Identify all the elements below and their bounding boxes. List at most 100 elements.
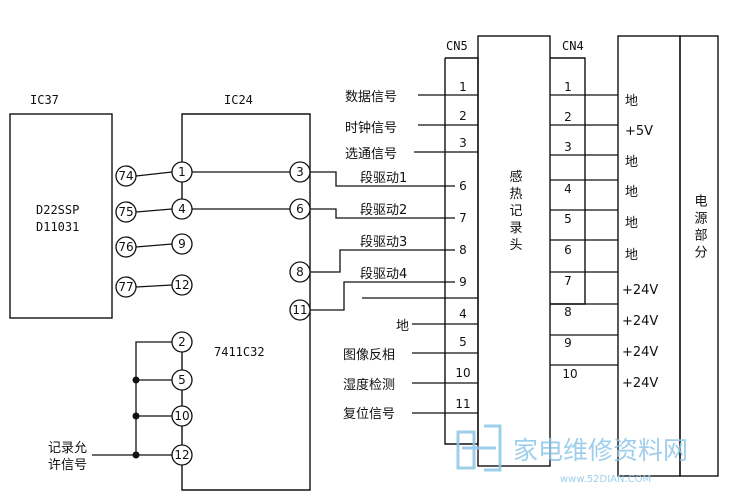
ic37: IC37 D22SSP D11031 74 75 76 77 [9,93,137,319]
cn5-pin-1: 1 [459,80,467,94]
ic24-pin-5: 5 [171,369,193,391]
thermal-head-label: 感热记录头 [507,169,523,255]
cn5-pin-2: 2 [459,109,467,123]
cn4-pin-7: 7 [564,274,572,288]
svg-text:1: 1 [178,165,186,179]
signal-seg3: 段驱动3 [360,235,407,250]
signal-clock: 时钟信号 [345,120,397,136]
cn4-pin-2: 2 [564,110,572,124]
segment-drive-wires [310,171,455,311]
watermark-text: 家电维修资料网 [513,436,688,465]
cn5-name: CN5 [446,39,468,53]
svg-text:6: 6 [296,202,304,216]
ic37-pin-75: 75 [115,201,137,223]
cn4-label-2: +5V [625,124,653,139]
power-label: 电源部分 [692,194,708,262]
cn4-pin-1: 1 [564,80,572,94]
svg-text:9: 9 [178,237,186,251]
ic24-pin-11: 11 [289,299,311,321]
cn4-pin-9: 9 [564,336,572,350]
svg-text:5: 5 [178,373,186,387]
cn4-name: CN4 [562,39,584,53]
cn5-pin-9: 9 [459,275,467,289]
svg-text:74: 74 [118,169,133,183]
cn5-pin-3: 3 [459,136,467,150]
svg-text:75: 75 [118,205,133,219]
cn5-pin-8: 8 [459,243,467,257]
cn4-label-5: 地 [625,216,638,231]
ic37-pin-77: 77 [115,276,137,298]
cn5-pin-11: 11 [455,397,470,411]
ic24-pin-10: 10 [171,405,193,427]
cn4-connector: CN4 [550,39,586,305]
signal-strobe: 选通信号 [345,147,397,162]
ic24-pin-1: 1 [171,161,193,183]
svg-text:77: 77 [118,280,133,294]
ic37-part2: D11031 [36,220,79,234]
cn4-label-7: +24V [622,283,658,298]
watermark: 家电维修资料网 www.52DIAN.COM [456,424,688,485]
cn5-pin-10: 10 [455,366,470,380]
ic24-pin-3: 3 [289,161,311,183]
cn5-pin-7: 7 [459,211,467,225]
ic37-pin-74: 74 [115,165,137,187]
cn4-lines: 1 地 2 +5V 3 地 4 地 5 地 6 地 7 +24V 8 +24V … [550,80,658,391]
cn4-pin-4: 4 [564,182,572,196]
ic24-pin-9: 9 [171,233,193,255]
signal-seg2: 段驱动2 [360,203,407,218]
thermal-head: 感热记录头 [477,35,551,467]
ic37-ic24-wires [135,171,290,288]
svg-text:2: 2 [178,335,186,349]
svg-text:76: 76 [118,240,133,254]
cn5-pin-6: 6 [459,179,467,193]
signal-seg1: 段驱动1 [360,171,407,186]
cn4-pin-3: 3 [564,140,572,154]
cn5-pin-5: 5 [459,335,467,349]
signal-invert: 图像反相 [343,348,395,363]
cn4-pin-8: 8 [564,305,572,319]
cn4-label-4: 地 [625,185,638,200]
ic24-pin-12a: 12 [171,274,193,296]
svg-text:11: 11 [292,303,307,317]
ic24: IC24 7411C32 1 4 9 12 2 5 10 [171,93,311,491]
power-supply: 电源部分 [617,35,719,477]
ic37-part1: D22SSP [36,203,79,217]
cn4-label-9: +24V [622,345,658,360]
ic24-pin-6: 6 [289,198,311,220]
cn4-label-8: +24V [622,314,658,329]
cn4-label-3: 地 [625,155,638,170]
record-enable-bus [92,341,172,459]
signal-ground: 地 [396,319,409,334]
cn5-signals: 数据信号 1 时钟信号 2 选通信号 3 段驱动1 6 段驱动2 7 段驱动3 … [343,80,478,422]
svg-text:12: 12 [174,448,189,462]
record-enable-label-1: 记录允 [48,440,87,456]
ic24-body [181,113,311,491]
cn4-pin-10: 10 [562,367,577,381]
watermark-url: www.52DIAN.COM [560,474,651,485]
ic24-part: 7411C32 [214,345,265,359]
cn4-pin-5: 5 [564,212,572,226]
svg-text:12: 12 [174,278,189,292]
record-enable-label-2: 许信号 [48,458,87,473]
signal-humidity: 湿度检测 [343,377,395,393]
cn5-pin-4: 4 [459,307,467,321]
ic24-pin-4: 4 [171,198,193,220]
svg-text:10: 10 [174,409,189,423]
ic24-name: IC24 [224,93,253,107]
ic37-body [9,113,113,319]
signal-reset: 复位信号 [343,407,395,422]
svg-text:4: 4 [178,202,186,216]
cn4-label-6: 地 [625,248,638,263]
svg-text:8: 8 [296,265,304,279]
svg-text:3: 3 [296,165,304,179]
cn4-label-10: +24V [622,376,658,391]
cn4-label-1: 地 [625,94,638,109]
signal-data: 数据信号 [345,90,397,105]
ic24-pin-8: 8 [289,261,311,283]
watermark-logo-icon [456,424,502,472]
ic24-pin-12b: 12 [171,444,193,466]
ic37-name: IC37 [30,93,59,107]
cn4-pin-6: 6 [564,243,572,257]
ic24-pin-2: 2 [171,331,193,353]
